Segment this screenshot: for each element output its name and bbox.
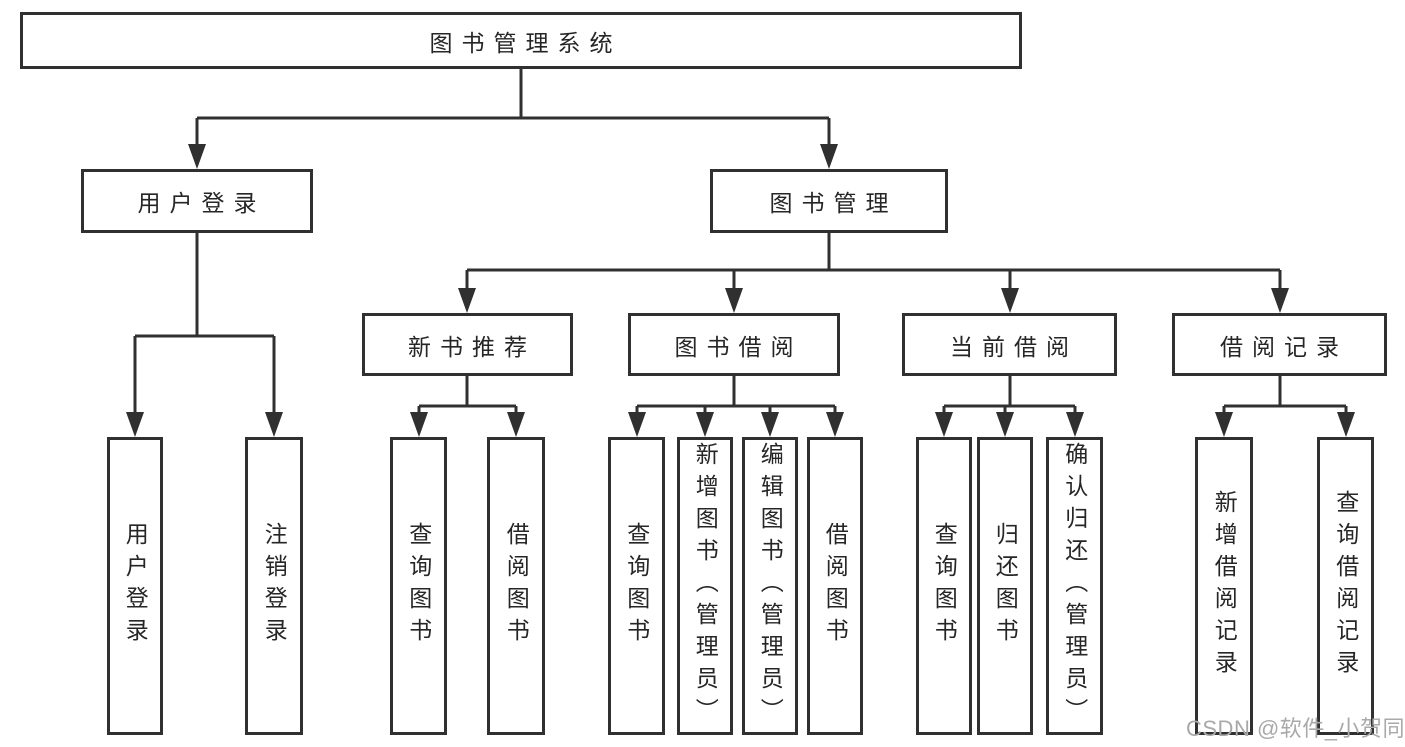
leaf-query-borrow-record: 查询借阅记录 <box>1317 437 1374 735</box>
leaf-label: 注销登录 <box>261 522 288 650</box>
node-current-borrow: 当前借阅 <box>902 313 1117 376</box>
node-label: 图书管理 <box>769 190 898 216</box>
node-book-management: 图书管理 <box>710 169 948 233</box>
leaf-user-login: 用户登录 <box>107 437 163 735</box>
leaf-label: 确认归还（管理员） <box>1061 442 1088 730</box>
leaf-label: 新增借阅记录 <box>1211 490 1238 682</box>
leaf-borrow-books: 借阅图书 <box>807 437 863 735</box>
leaf-label: 用户登录 <box>122 522 149 650</box>
leaf-return-books: 归还图书 <box>977 437 1033 735</box>
node-label: 借阅记录 <box>1220 333 1348 360</box>
leaf-query-books-current: 查询图书 <box>916 437 972 735</box>
leaf-label: 新增图书（管理员） <box>692 442 719 730</box>
leaf-logout: 注销登录 <box>245 437 303 735</box>
leaf-label: 查询图书 <box>405 522 432 650</box>
node-label: 用户登录 <box>137 190 266 216</box>
leaf-query-books-recommend: 查询图书 <box>390 437 447 735</box>
node-new-book-recommend: 新书推荐 <box>362 313 573 376</box>
leaf-label: 查询图书 <box>931 522 958 650</box>
leaf-borrow-books-recommend: 借阅图书 <box>487 437 545 735</box>
leaf-label: 编辑图书（管理员） <box>757 442 784 730</box>
leaf-label: 借阅图书 <box>503 522 530 650</box>
leaf-add-borrow-record: 新增借阅记录 <box>1195 437 1253 735</box>
leaf-label: 查询图书 <box>623 522 650 650</box>
node-book-borrow: 图书借阅 <box>628 313 840 376</box>
leaf-edit-books-admin: 编辑图书（管理员） <box>742 437 798 735</box>
node-user-login: 用户登录 <box>81 169 313 233</box>
node-label: 图书管理系统 <box>429 29 622 56</box>
leaf-add-books-admin: 新增图书（管理员） <box>677 437 733 735</box>
leaf-query-books-borrow: 查询图书 <box>608 437 665 735</box>
leaf-label: 借阅图书 <box>822 522 849 650</box>
node-label: 新书推荐 <box>408 333 536 360</box>
node-label: 当前借阅 <box>950 333 1078 360</box>
leaf-confirm-return-admin: 确认归还（管理员） <box>1046 437 1103 735</box>
leaf-label: 查询借阅记录 <box>1332 490 1359 682</box>
csdn-watermark: CSDN @软件_小贺同学 <box>1186 716 1405 741</box>
node-root-library-system: 图书管理系统 <box>20 12 1022 69</box>
leaf-label: 归还图书 <box>992 522 1019 650</box>
node-borrow-record: 借阅记录 <box>1172 313 1387 376</box>
node-label: 图书借阅 <box>674 333 803 360</box>
